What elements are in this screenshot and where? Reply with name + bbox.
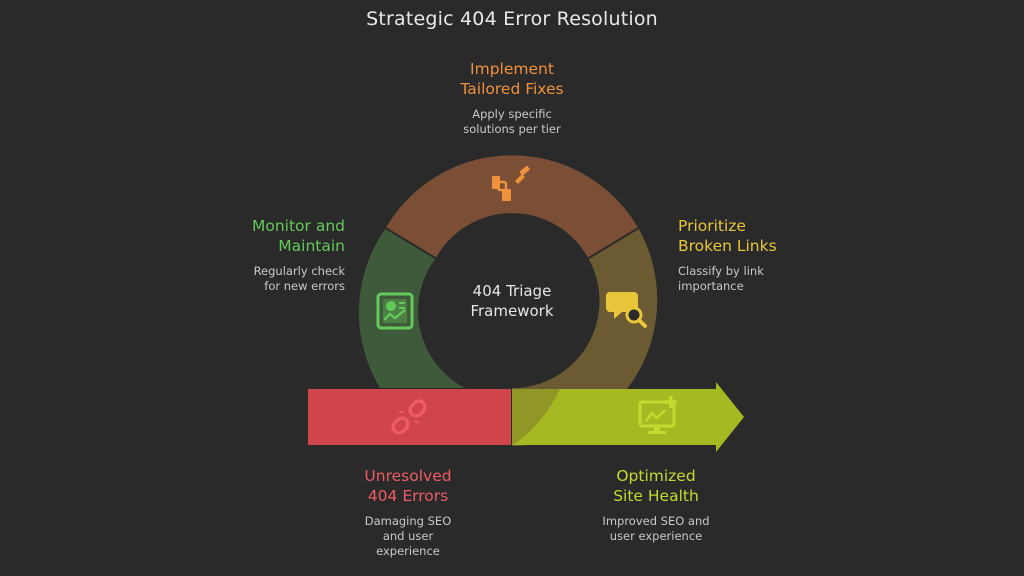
step-prioritize-title: Prioritize Broken Links: [678, 216, 878, 256]
step-optimized-description: Improved SEO and user experience: [556, 514, 756, 544]
step-implement-description-line-2: solutions per tier: [463, 122, 561, 136]
step-implement-title-line-2: Tailored Fixes: [460, 80, 564, 98]
broken-link-icon: [391, 399, 427, 435]
step-implement-description: Apply specific solutions per tier: [412, 107, 612, 137]
center-label-line-1: 404 Triage: [472, 282, 552, 300]
step-unresolved-title-line-2: 404 Errors: [367, 487, 449, 505]
step-prioritize-description-line-1: Classify by link: [678, 264, 764, 278]
step-optimized-title: Optimized Site Health: [556, 466, 756, 506]
step-implement-title-line-1: Implement: [470, 60, 554, 78]
step-prioritize-description: Classify by link importance: [678, 264, 878, 294]
step-monitor-title-line-2: Maintain: [278, 237, 345, 255]
step-implement: Implement Tailored Fixes Apply specific …: [412, 59, 612, 137]
step-monitor-title-line-1: Monitor and: [251, 217, 345, 235]
chat-search-icon: [606, 292, 647, 328]
step-monitor: Monitor and Maintain Regularly check for…: [145, 216, 345, 294]
unresolved-bar: [308, 389, 511, 445]
step-prioritize-title-line-2: Broken Links: [678, 237, 777, 255]
tools-icon: [492, 165, 530, 201]
step-optimized-title-line-1: Optimized: [616, 467, 696, 485]
ring-segment-implement: [385, 155, 639, 259]
step-implement-title: Implement Tailored Fixes: [412, 59, 612, 99]
page-title: Strategic 404 Error Resolution: [366, 8, 658, 30]
step-monitor-description-line-2: for new errors: [264, 279, 345, 293]
step-optimized: Optimized Site Health Improved SEO and u…: [556, 466, 756, 544]
step-unresolved-description: Damaging SEO and user experience: [308, 514, 508, 559]
step-monitor-description: Regularly check for new errors: [145, 264, 345, 294]
step-monitor-description-line-1: Regularly check: [253, 264, 345, 278]
step-implement-description-line-1: Apply specific: [472, 107, 552, 121]
step-unresolved-description-line-1: Damaging SEO: [364, 514, 452, 528]
step-optimized-description-line-1: Improved SEO and: [602, 514, 710, 528]
step-monitor-title: Monitor and Maintain: [145, 216, 345, 256]
step-optimized-title-line-2: Site Health: [613, 487, 699, 505]
step-unresolved-description-line-3: experience: [376, 544, 440, 558]
step-unresolved: Unresolved 404 Errors Damaging SEO and u…: [308, 466, 508, 559]
step-prioritize-description-line-2: importance: [678, 279, 744, 293]
step-unresolved-title: Unresolved 404 Errors: [308, 466, 508, 506]
step-prioritize-title-line-1: Prioritize: [678, 217, 746, 235]
optimized-arrow-overlap: [512, 389, 560, 446]
dashboard-icon: [376, 292, 414, 330]
step-optimized-description-line-2: user experience: [609, 529, 703, 543]
step-unresolved-title-line-1: Unresolved: [364, 467, 452, 485]
step-prioritize: Prioritize Broken Links Classify by link…: [678, 216, 878, 294]
step-unresolved-description-line-2: and user: [382, 529, 434, 543]
center-label-line-2: Framework: [470, 302, 554, 320]
optimized-arrow: [512, 382, 744, 452]
center-label: 404 Triage Framework: [432, 281, 592, 321]
monitor-chart-icon: [638, 396, 677, 434]
